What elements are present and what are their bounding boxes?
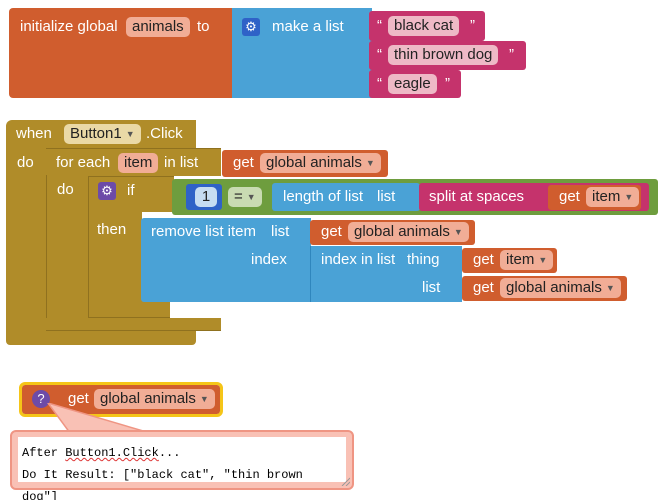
event-do-label: do	[17, 154, 34, 171]
global-variable-name-field[interactable]: animals	[126, 17, 190, 37]
index-in-list-block[interactable]: index in list thing list	[310, 246, 462, 302]
remove-list-item-block[interactable]: remove list item list index	[141, 218, 311, 302]
for-each-label: for each	[56, 154, 111, 171]
dropdown-arrow-icon: ▼	[246, 192, 256, 203]
dropdown-arrow-icon: ▼	[199, 394, 209, 405]
variable-dropdown[interactable]: item▼	[586, 187, 640, 207]
for-each-body-frame	[46, 175, 88, 319]
text-string-block[interactable]: “ black cat ”	[369, 11, 485, 41]
to-label: to	[197, 18, 210, 35]
quote-close-label: ”	[509, 46, 514, 63]
split-at-spaces-label: split at spaces	[429, 188, 525, 205]
for-each-do-label: do	[57, 181, 74, 198]
variable-dropdown[interactable]: global animals▼	[94, 389, 215, 409]
get-label: get	[473, 251, 494, 268]
text-string-field[interactable]: eagle	[388, 74, 437, 94]
then-label: then	[97, 221, 127, 238]
component-dropdown[interactable]: Button1▼	[64, 124, 141, 144]
comment-event-name: Button1.Click	[65, 446, 159, 460]
quote-close-label: ”	[445, 75, 450, 92]
remove-list-item-label: remove list item	[151, 223, 257, 240]
event-body-frame	[6, 146, 47, 331]
text-string-block[interactable]: “ thin brown dog ”	[369, 41, 526, 70]
get-label: get	[559, 188, 580, 205]
variable-name: global animals	[266, 154, 362, 171]
length-of-list-block[interactable]: length of list list	[272, 183, 420, 211]
get-global-animals-block[interactable]: get global animals▼	[462, 276, 627, 301]
get-global-animals-block[interactable]: get global animals▼	[310, 220, 475, 245]
get-item-block[interactable]: get item▼	[548, 185, 641, 210]
get-label: get	[321, 223, 342, 240]
get-label: get	[68, 390, 89, 407]
resize-handle-icon[interactable]	[340, 476, 350, 486]
variable-dropdown[interactable]: global animals▼	[260, 153, 381, 173]
list-socket-label: list	[377, 188, 396, 205]
get-global-animals-block[interactable]: get global animals▼	[222, 150, 388, 177]
number-field[interactable]: 1	[195, 187, 217, 207]
get-global-animals-block-selected[interactable]: ? get global animals▼	[19, 382, 223, 417]
index-socket-label: index	[251, 251, 287, 268]
quote-open-label: “	[377, 75, 382, 92]
comment-suffix: ...	[158, 446, 181, 460]
list-socket-label: list	[271, 223, 290, 240]
get-label: get	[473, 279, 494, 296]
click-event-label: .Click	[146, 125, 183, 142]
question-icon[interactable]: ?	[32, 390, 50, 408]
make-a-list-block[interactable]: ⚙ make a list	[232, 8, 372, 98]
text-string-field[interactable]: thin brown dog	[388, 45, 499, 65]
dropdown-arrow-icon: ▼	[605, 283, 615, 294]
quote-close-label: ”	[470, 17, 475, 34]
variable-name: global animals	[506, 279, 602, 296]
comment-text-area[interactable]: After Button1.Click... Do It Result: ["b…	[18, 437, 346, 500]
when-button-click-block[interactable]: when Button1▼ .Click	[6, 120, 196, 148]
event-block-bottom	[6, 330, 196, 345]
result-value: ["black cat", "thin brown dog"]	[22, 468, 303, 500]
quote-open-label: “	[377, 17, 382, 34]
dropdown-arrow-icon: ▼	[538, 255, 548, 266]
component-name: Button1	[70, 125, 122, 142]
dropdown-arrow-icon: ▼	[453, 227, 463, 238]
initialize-global-label: initialize global	[20, 18, 118, 35]
variable-name: item	[592, 188, 621, 205]
for-each-block-bottom	[46, 318, 221, 331]
if-block-bottom	[88, 300, 170, 318]
gear-icon[interactable]: ⚙	[242, 18, 260, 36]
list-socket-label: list	[422, 279, 441, 296]
variable-dropdown[interactable]: global animals▼	[348, 222, 469, 242]
thing-socket-label: thing	[407, 251, 440, 268]
index-in-list-label: index in list	[321, 251, 396, 268]
if-then-block[interactable]: ⚙ if	[88, 176, 174, 212]
in-list-label: in list	[164, 154, 199, 171]
loop-variable-field[interactable]: item	[118, 153, 159, 173]
dropdown-arrow-icon: ▼	[365, 158, 375, 169]
if-then-arm	[88, 211, 142, 307]
text-string-field[interactable]: black cat	[388, 16, 460, 36]
make-a-list-label: make a list	[272, 18, 344, 35]
operator-dropdown[interactable]: =▼	[228, 187, 262, 207]
result-label: Do It Result:	[22, 468, 123, 482]
variable-name: item	[506, 251, 535, 268]
if-label: if	[127, 182, 135, 199]
variable-name: global animals	[100, 390, 196, 407]
when-label: when	[16, 125, 52, 142]
gear-icon[interactable]: ⚙	[98, 182, 116, 200]
operator-symbol: =	[234, 188, 243, 205]
text-string-block[interactable]: “ eagle ”	[369, 70, 461, 98]
initialize-global-block[interactable]: initialize global animals to	[9, 8, 233, 98]
comment-prefix: After	[22, 446, 66, 460]
for-each-item-block[interactable]: for each item in list	[46, 148, 221, 176]
do-it-result-comment[interactable]: After Button1.Click... Do It Result: ["b…	[10, 430, 354, 500]
variable-dropdown[interactable]: global animals▼	[500, 278, 621, 298]
variable-dropdown[interactable]: item▼	[500, 250, 554, 270]
dropdown-arrow-icon: ▼	[125, 129, 135, 140]
dropdown-arrow-icon: ▼	[624, 192, 634, 203]
comment-line-1: After Button1.Click...	[22, 442, 342, 464]
quote-open-label: “	[377, 46, 382, 63]
comment-line-2: Do It Result: ["black cat", "thin brown …	[22, 464, 342, 500]
get-label: get	[233, 154, 254, 171]
get-item-block[interactable]: get item▼	[462, 248, 557, 273]
length-of-list-label: length of list	[283, 188, 364, 205]
variable-name: global animals	[354, 223, 450, 240]
